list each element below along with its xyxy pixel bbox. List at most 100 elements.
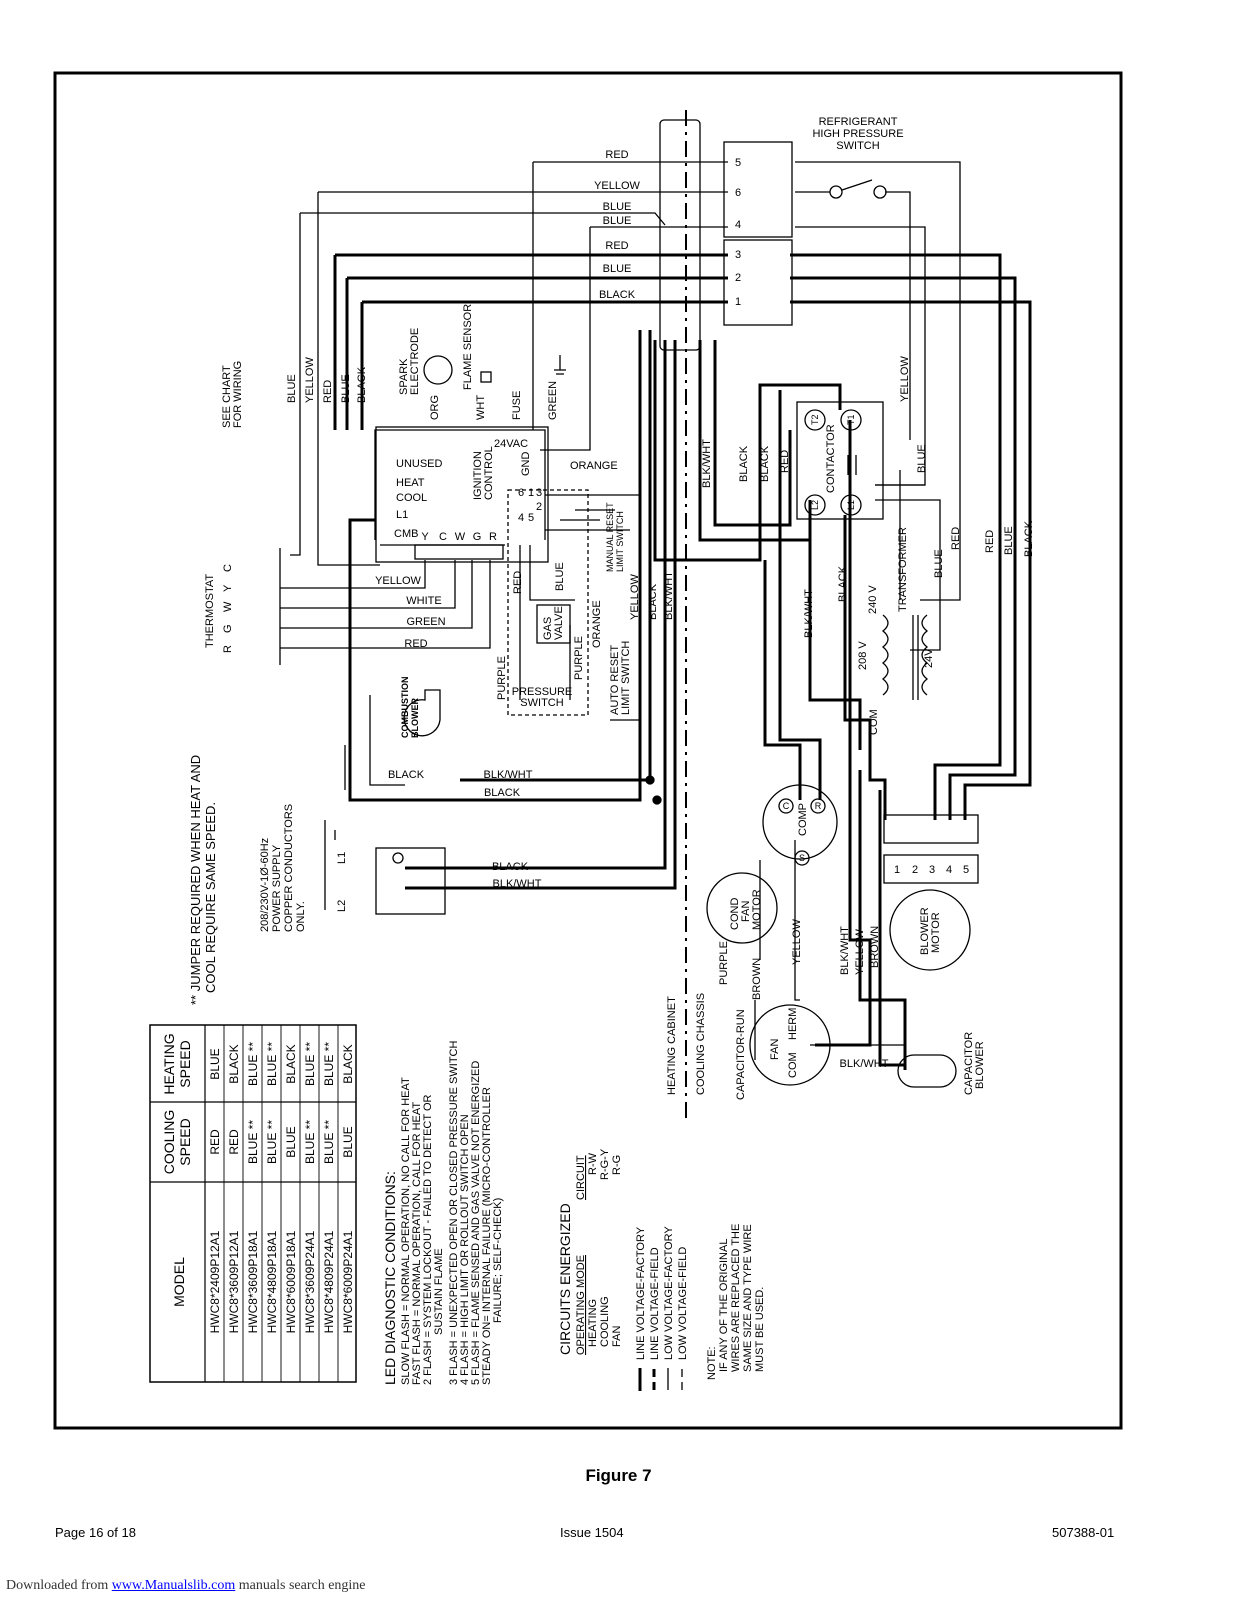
speed-table-header: HEATING — [161, 1033, 177, 1094]
wire-label-red-2: RED — [605, 240, 628, 252]
wire-label-purple-3: PURPLE — [718, 941, 730, 985]
l1-contact-label: L1 — [846, 500, 856, 510]
ignition-control-label: IGNITIONCONTROL — [472, 446, 495, 500]
thermostat-y: Y — [222, 584, 234, 592]
org-label: ORG — [429, 395, 441, 420]
hp-switch-label-3: SWITCH — [836, 140, 879, 152]
t2-label: T2 — [810, 414, 820, 425]
l2-contact-label: L2 — [810, 500, 820, 510]
wire-label-blue-6: BLUE — [554, 562, 566, 591]
plug-pin-3: 3 — [735, 249, 741, 261]
speed-table-cell: HWC8*6009P18A1 — [284, 1230, 298, 1333]
power-supply-label: 208/230V-1Ø-60HzPOWER SUPPLYCOPPER CONDU… — [259, 804, 307, 932]
ign-pin-3: 3 — [536, 487, 542, 499]
jumper-note: ** JUMPER REQUIRED WHEN HEAT ANDCOOL REQ… — [188, 755, 218, 1005]
svg-text:LOW VOLTAGE-FIELD: LOW VOLTAGE-FIELD — [677, 1247, 689, 1360]
plug-pin-6: 6 — [735, 187, 741, 199]
wire-label-black-2: BLACK — [356, 366, 368, 403]
wire-label-red-4: RED — [404, 638, 427, 650]
wiring-legend: LINE VOLTAGE-FACTORY LINE VOLTAGE-FIELD … — [635, 1226, 689, 1391]
bm-pin-1: 1 — [894, 864, 900, 876]
led-diagnostics: LED DIAGNOSTIC CONDITIONS: SLOW FLASH = … — [382, 1038, 504, 1386]
speed-table-cell: BLACK — [227, 1044, 241, 1083]
term-w: W — [455, 531, 466, 543]
comp-r-label: R — [815, 801, 822, 811]
plug-pin-2: 2 — [735, 272, 741, 284]
ign-pin-5: 5 — [528, 512, 534, 524]
plug-pin-4: 4 — [735, 219, 741, 231]
download-notice: Downloaded from www.Manualslib.com manua… — [6, 1578, 366, 1594]
plug-pin-1: 1 — [735, 296, 741, 308]
power-l1-label: L1 — [336, 852, 348, 864]
figure-caption: Figure 7 — [585, 1466, 652, 1485]
wire-label-brown-1: BROWN — [751, 958, 763, 1000]
v240-label: 240 V — [867, 585, 879, 614]
download-prefix: Downloaded from — [6, 1578, 109, 1593]
wire-label-yellow-7: YELLOW — [854, 929, 866, 975]
speed-table-cell: BLUE ** — [246, 1042, 260, 1086]
speed-table-cell: HWC8*2409P12A1 — [208, 1230, 222, 1333]
ign-pin-4: 4 — [518, 512, 524, 524]
download-suffix: manuals search engine — [235, 1578, 366, 1593]
component-shapes — [279, 119, 979, 1088]
speed-table-cell: HWC8*3609P12A1 — [227, 1230, 241, 1333]
wire-label-yellow-3: YELLOW — [375, 575, 421, 587]
svg-text:OPERATING MODE: OPERATING MODE — [575, 1255, 587, 1355]
manual-reset-label: MANUAL RESETLIMIT SWITCH — [605, 502, 625, 572]
manualslib-link[interactable]: www.Manualslib.com — [111, 1578, 236, 1593]
wire-label-red-7: RED — [950, 527, 962, 550]
unused-label: UNUSED — [396, 458, 443, 470]
gnd-label: GND — [520, 452, 532, 477]
plug-pin-5: 5 — [735, 157, 741, 169]
wire-label-blkwht-4: BLK/WHT — [701, 439, 713, 488]
cooling-chassis-label: COOLING CHASSIS — [695, 993, 707, 1095]
wire-label-orange-2: ORANGE — [591, 600, 603, 648]
svg-text:FAN: FAN — [611, 1326, 623, 1347]
svg-text:LINE VOLTAGE-FACTORY: LINE VOLTAGE-FACTORY — [635, 1226, 647, 1360]
wire-label-green-1: GREEN — [547, 381, 559, 420]
wire-label-blkwht-7: BLK/WHT — [840, 1058, 889, 1070]
wire-label-red-8: RED — [984, 530, 996, 553]
wire-label-black-5: BLACK — [484, 787, 521, 799]
wire-label-black-6: BLACK — [492, 861, 529, 873]
thermostat-w: W — [222, 601, 234, 612]
blower-motor-label: BLOWERMOTOR — [919, 907, 942, 955]
speed-table-cell: RED — [227, 1129, 241, 1155]
speed-table-cell: HWC8*3609P24A1 — [303, 1230, 317, 1333]
ign-pin-2: 2 — [536, 501, 542, 513]
svg-text:R-G-Y: R-G-Y — [599, 1148, 611, 1180]
thermostat-r: R — [222, 645, 234, 653]
wire-label-black-7: BLACK — [738, 445, 750, 482]
speed-table-cell: HWC8*4809P24A1 — [322, 1230, 336, 1333]
wire-label-blue-7: BLUE — [916, 444, 928, 473]
wire-label-black-1: BLACK — [599, 289, 636, 301]
wire-label-brown-2: BROWN — [869, 926, 881, 968]
wire-label-yellow-5: YELLOW — [899, 356, 911, 402]
speed-table-header: SPEED — [177, 1040, 193, 1087]
wire-label-red-6: RED — [779, 450, 791, 473]
wire-label-black-4: BLACK — [388, 769, 425, 781]
speed-table-cell: BLACK — [284, 1044, 298, 1083]
wire-label-yellow-4: YELLOW — [629, 574, 641, 620]
capacitor-run-label: CAPACITOR-RUN — [735, 1009, 747, 1100]
term-r: R — [489, 531, 497, 543]
comp-label: COMP — [797, 803, 809, 836]
component-labels: REFRIGERANT HIGH PRESSURE SWITCH 5 6 4 3… — [204, 116, 1035, 1100]
wire-label-blue-8: BLUE — [933, 549, 945, 578]
speed-table-cell: BLUE ** — [322, 1042, 336, 1086]
svg-text:CIRCUIT: CIRCUIT — [575, 1155, 587, 1200]
ign-pin-6: 6 — [518, 487, 524, 499]
wire-label-blue-4: BLUE — [286, 374, 298, 403]
bm-pin-2: 2 — [912, 864, 918, 876]
speed-table-cell: BLUE — [208, 1048, 222, 1079]
cond-fan-label: CONDFANMOTOR — [729, 889, 763, 930]
wire-paths — [280, 110, 1032, 1120]
spark-electrode-label: SPARKELECTRODE — [398, 328, 421, 395]
speed-table-cell: BLUE ** — [246, 1120, 260, 1164]
bm-pin-3: 3 — [929, 864, 935, 876]
hp-switch-label-2: HIGH PRESSURE — [812, 128, 903, 140]
vac-label: 24VAC — [494, 438, 528, 450]
power-l2-label: L2 — [336, 900, 348, 912]
